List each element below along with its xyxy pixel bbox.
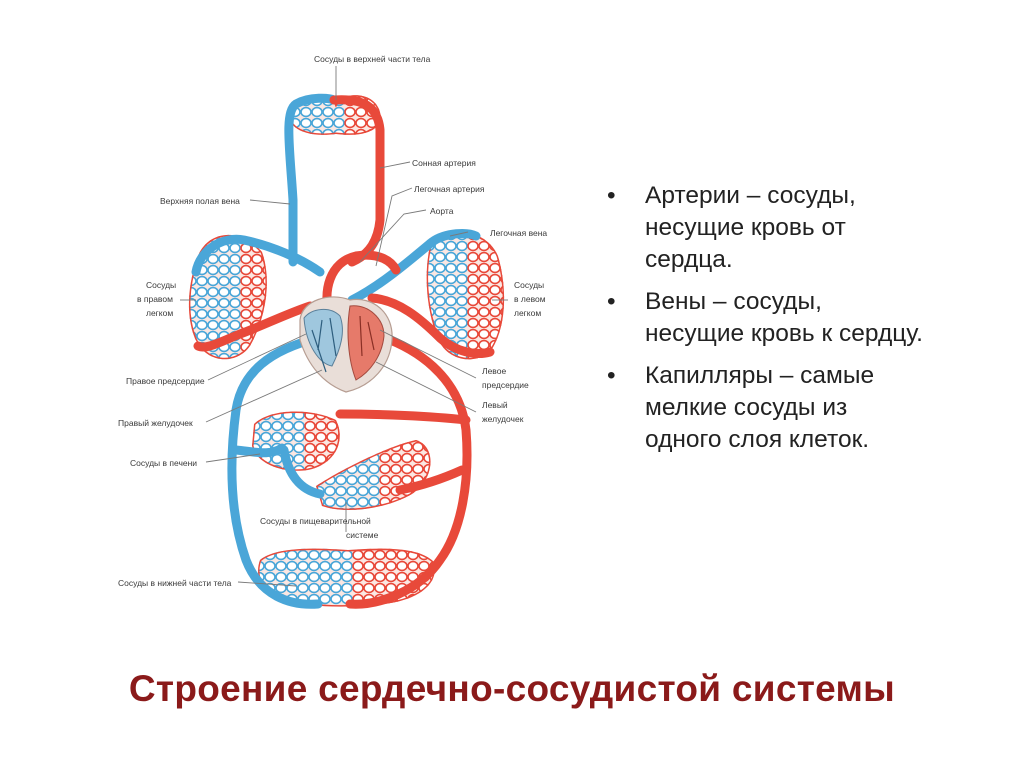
artery-descending-aorta: [345, 325, 472, 609]
vein-upper-left: [284, 93, 339, 267]
label-left-ventricle-1: Левый: [482, 400, 508, 410]
vein-liver: [231, 443, 287, 458]
label-left-lung-2: в левом: [514, 294, 546, 304]
label-right-lung-2: в правом: [137, 294, 173, 304]
vein-left-lung: [347, 229, 481, 305]
leader-right-atrium: [207, 333, 307, 381]
label-carotid: Сонная артерия: [412, 158, 476, 168]
label-upper-body: Сосуды в верхней части тела: [314, 54, 431, 64]
artery-pulmonary-right: [193, 301, 315, 352]
label-digestive-1: Сосуды в пищеварительной: [260, 516, 371, 526]
label-left-ventricle-2: желудочек: [482, 414, 524, 424]
label-superior-vena-cava: Верхняя полая вена: [160, 196, 240, 206]
label-pulmonary-vein: Легочная вена: [490, 228, 547, 238]
vein-right-lung: [191, 234, 325, 277]
label-right-ventricle: Правый желудочек: [118, 418, 193, 428]
leader-left-atrium: [379, 329, 477, 379]
label-left-atrium-2: предсердие: [482, 380, 529, 390]
leader-pulm-vein: [449, 231, 469, 237]
vein-digestive: [279, 445, 325, 499]
label-left-lung-3: легком: [514, 308, 541, 318]
artery-aortic-arch: [322, 250, 401, 323]
label-left-lung-1: Сосуды: [514, 280, 544, 290]
bullet-dot: •: [607, 362, 616, 389]
veins: [191, 93, 481, 609]
bullet-dot: •: [607, 288, 616, 315]
slide-title: Строение сердечно-сосудистой системы: [128, 668, 896, 709]
leader-pulm-artery: [375, 187, 413, 267]
label-left-atrium-1: Левое: [482, 366, 506, 376]
bullet-item: • Артерии – сосуды, несущие кровь от серд…: [603, 180, 923, 276]
bullet-text-arteries: Артерии – сосуды, несущие кровь от сердц…: [645, 182, 856, 273]
bullet-text-veins: Вены – сосуды, несущие кровь к сердцу.: [645, 288, 923, 347]
heart: [299, 296, 393, 393]
label-aorta: Аорта: [430, 206, 454, 216]
leader-lower-body: [237, 581, 297, 587]
label-liver: Сосуды в печени: [130, 458, 197, 468]
label-right-atrium: Правое предсердие: [126, 376, 205, 386]
bullet-text-capillaries: Капилляры – самые мелкие сосуды из одног…: [645, 362, 875, 453]
leader-svc: [249, 199, 291, 205]
label-pulmonary-artery: Легочная артерия: [414, 184, 485, 194]
leader-carotid: [379, 161, 411, 169]
circulatory-diagram: Сосуды в верхней части тела Сонная артер…: [118, 54, 547, 609]
bullet-dot: •: [607, 182, 616, 209]
label-right-lung-3: легком: [146, 308, 173, 318]
artery-pulmonary-left: [367, 293, 495, 358]
artery-digestive: [395, 465, 467, 495]
leader-liver: [205, 453, 261, 463]
bullet-item: • Капилляры – самые мелкие сосуды из одно…: [603, 360, 923, 456]
leader-aorta: [359, 209, 427, 263]
artery-liver: [335, 409, 471, 425]
arteries: [193, 95, 495, 609]
label-lower-body: Сосуды в нижней части тела: [118, 578, 232, 588]
label-digestive-2: системе: [346, 530, 379, 540]
leader-right-ventricle: [205, 369, 323, 423]
bullet-item: • Вены – сосуды, несущие кровь к сердцу.: [603, 286, 923, 350]
leader-left-ventricle: [375, 361, 477, 413]
label-right-lung-1: Сосуды: [146, 280, 176, 290]
leader-lines: [180, 66, 508, 587]
diagram-labels: Сосуды в верхней части тела Сонная артер…: [118, 54, 547, 588]
bullet-list: • Артерии – сосуды, несущие кровь от серд…: [603, 180, 923, 466]
vein-lower-body: [227, 333, 323, 609]
